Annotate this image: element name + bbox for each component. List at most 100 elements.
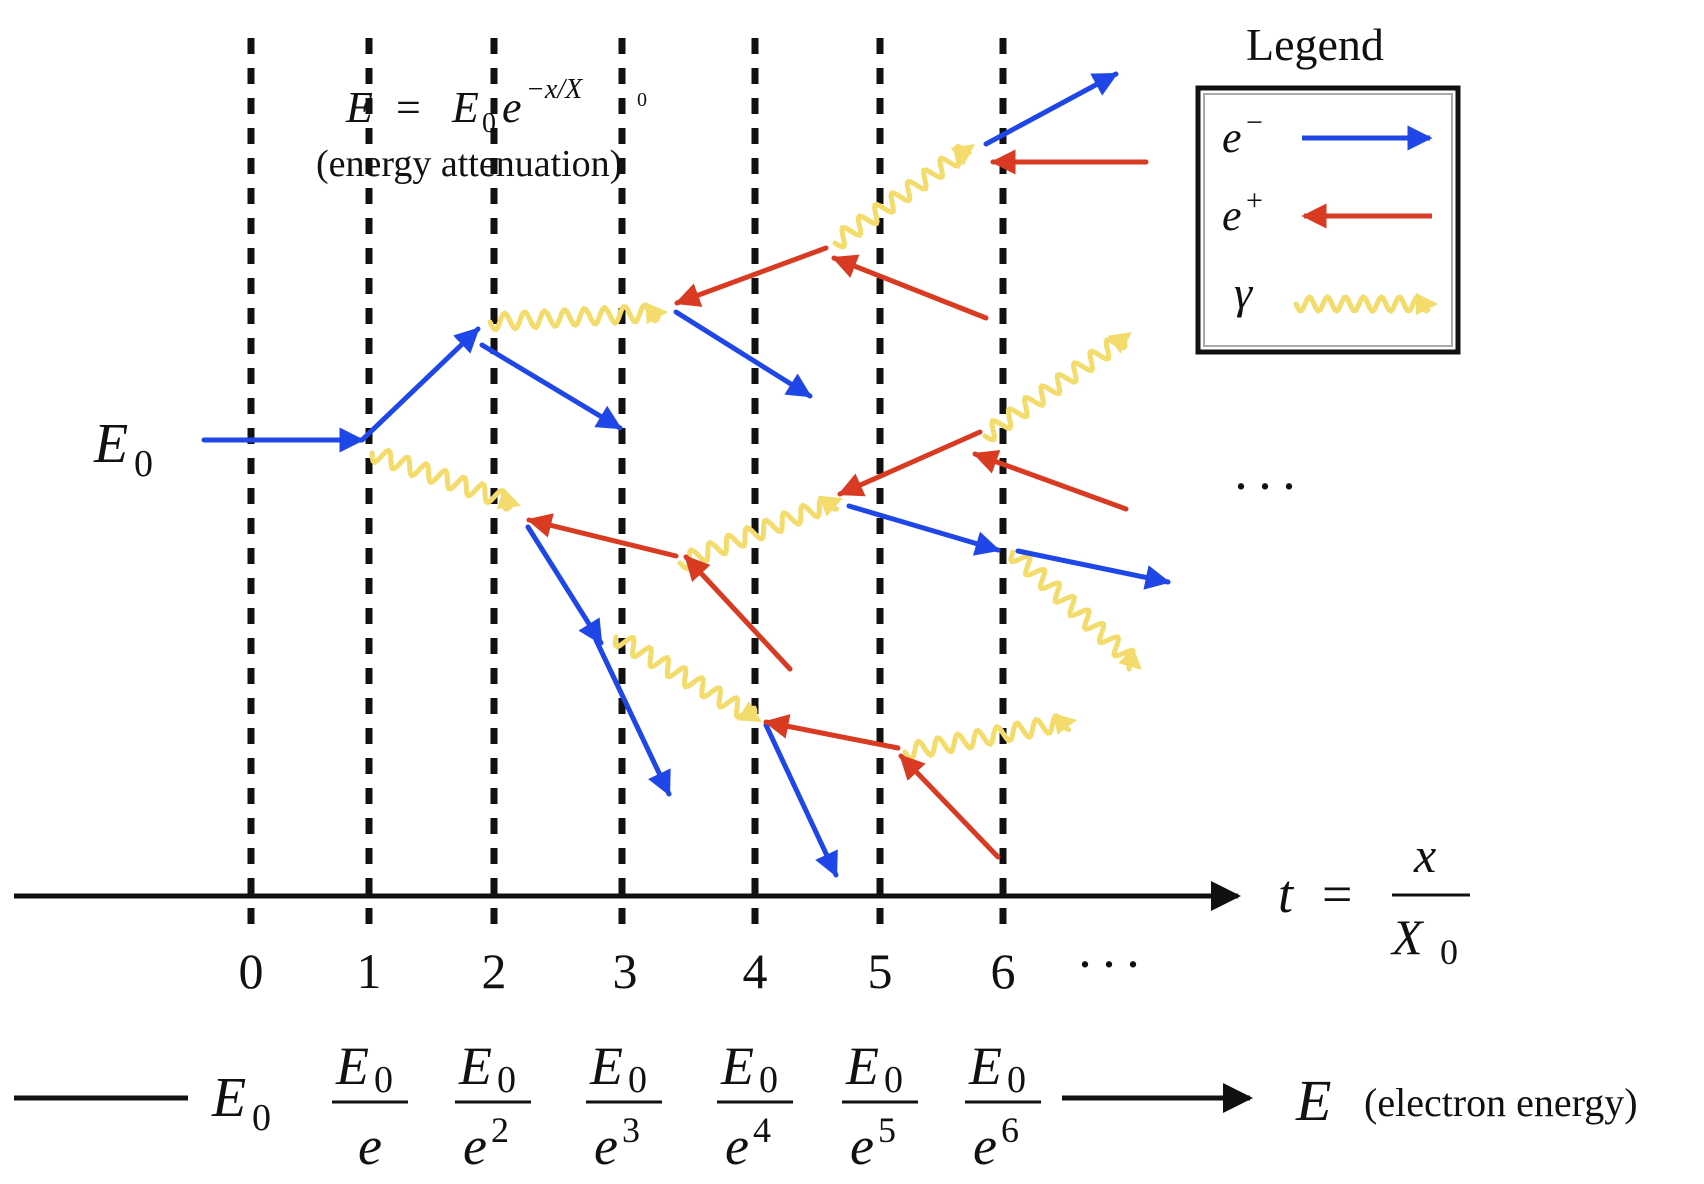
positron-track [683, 554, 793, 672]
tick-label: 2 [482, 943, 507, 999]
fraction-num-sub: 0 [374, 1059, 393, 1101]
initial-energy-label: E 0 [93, 413, 153, 485]
electron-track [846, 503, 1001, 556]
tick-ellipsis: ··· [1076, 934, 1148, 994]
fraction-den: e [725, 1116, 749, 1176]
legend-title: Legend [1246, 19, 1384, 70]
electron-track [763, 722, 839, 878]
fraction-den-sup: 3 [622, 1110, 640, 1150]
photon-track [1008, 549, 1136, 672]
formula-equals: = [396, 83, 421, 132]
legend-electron-sup: − [1246, 106, 1263, 139]
fraction-num-sub: 0 [884, 1059, 903, 1101]
energy-first-sub: 0 [252, 1097, 271, 1139]
fraction-num-sub: 0 [759, 1059, 778, 1101]
electron-track [593, 637, 672, 797]
photon-track [612, 634, 758, 720]
attenuation-formula: E = E 0 e −x/X 0 (energy attenuation) [316, 74, 647, 185]
electron-track [673, 309, 813, 399]
time-num: x [1413, 827, 1436, 883]
tick-label: 1 [357, 943, 382, 999]
photon-arrowhead [737, 701, 762, 722]
tick-label: 3 [613, 943, 638, 999]
electron-tracks [201, 71, 1171, 878]
formula-base-sub: 0 [482, 108, 496, 139]
fraction-num: E [458, 1036, 492, 1096]
fraction-num: E [335, 1036, 369, 1096]
fraction-den: e [463, 1116, 487, 1176]
positron-track [972, 449, 1129, 512]
formula-caption: (energy attenuation) [316, 143, 622, 185]
legend-positron-sup: + [1246, 184, 1263, 217]
fraction-num-sub: 0 [497, 1059, 516, 1101]
legend-box [1195, 85, 1461, 355]
fraction-num: E [845, 1036, 879, 1096]
fraction-den: e [973, 1116, 997, 1176]
positron-tracks [526, 149, 1149, 860]
fraction-num: E [720, 1036, 754, 1096]
fraction-den-sup: 6 [1001, 1110, 1019, 1150]
formula-base: E [451, 83, 479, 132]
formula-exponent-sub: 0 [637, 89, 647, 111]
energy-caption: (electron energy) [1364, 1080, 1638, 1125]
formula-E: E [345, 83, 373, 132]
photon-arrowhead [1053, 713, 1077, 735]
fraction-den: e [850, 1116, 874, 1176]
initial-E-sub: 0 [134, 443, 153, 485]
fraction-num: E [589, 1036, 623, 1096]
positron-track [763, 714, 901, 751]
positron-track [837, 429, 983, 497]
fraction-den: e [358, 1116, 382, 1176]
tick-label: 4 [743, 943, 768, 999]
time-ticks: 0 1 2 3 4 5 6 ··· [239, 934, 1148, 999]
photon-track [982, 335, 1128, 443]
legend-electron-symbol: e [1222, 113, 1242, 162]
fraction-den-sup: 4 [753, 1110, 771, 1150]
initial-E: E [93, 413, 128, 475]
legend-positron-symbol: e [1222, 191, 1242, 240]
time-den: X [1390, 909, 1425, 965]
time-equals: = [1322, 864, 1352, 924]
electron-track [359, 326, 481, 443]
legend: Legend e − e + γ [1195, 19, 1461, 355]
photon-track [902, 712, 1072, 762]
electron-track [479, 342, 623, 431]
fraction-den: e [594, 1116, 618, 1176]
fraction-num: E [968, 1036, 1002, 1096]
fraction-num-sub: 0 [628, 1059, 647, 1101]
electron-track [1015, 548, 1171, 590]
photon-arrowhead [1118, 647, 1142, 670]
photon-arrowhead [496, 488, 521, 509]
positron-track [674, 245, 829, 307]
fraction-den-sup: 2 [491, 1110, 509, 1150]
time-axis-label: t = x X 0 [1278, 827, 1470, 972]
electron-track [983, 71, 1119, 147]
legend-photon-symbol: γ [1234, 267, 1254, 318]
time-t: t [1278, 864, 1295, 924]
tick-label: 0 [239, 943, 264, 999]
photon-arrowhead [818, 495, 843, 517]
formula-exponent: −x/X [526, 74, 583, 105]
fraction-den-sup: 5 [878, 1110, 896, 1150]
time-den-sub: 0 [1440, 932, 1458, 972]
formula-exp-base: e [502, 83, 522, 132]
positron-track [898, 753, 1001, 860]
photon-track [487, 302, 661, 333]
photon-track [1293, 293, 1431, 315]
photon-arrowhead [950, 144, 975, 166]
legend-photon-wave [1293, 293, 1438, 315]
fraction-num-sub: 0 [1007, 1059, 1026, 1101]
photon-track [369, 447, 513, 512]
positron-track [526, 513, 679, 559]
energy-E: E [1295, 1068, 1331, 1133]
tick-label: 5 [868, 943, 893, 999]
shower-continues-ellipsis: ··· [1232, 456, 1304, 516]
tick-label: 6 [991, 943, 1016, 999]
photon-tracks [369, 143, 1142, 762]
photon-arrowhead [645, 302, 668, 325]
photon-track [832, 143, 972, 250]
